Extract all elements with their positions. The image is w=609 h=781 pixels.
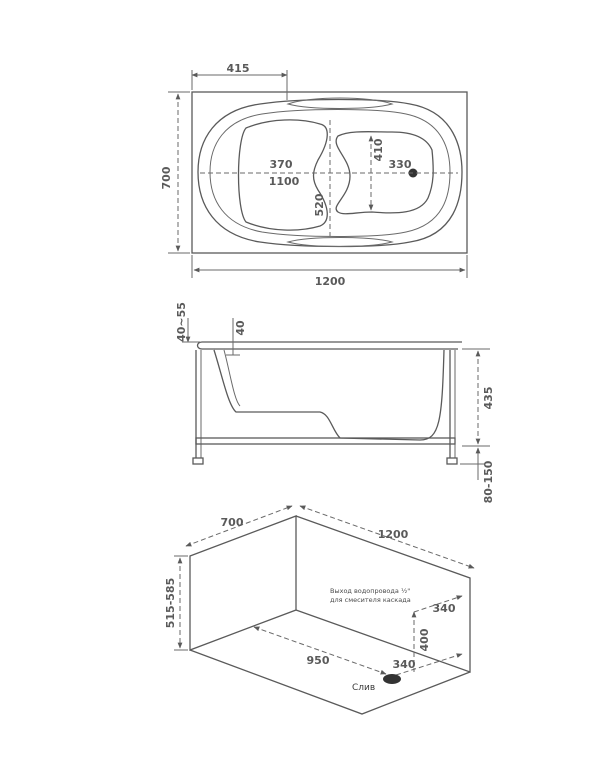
dim-410: 410 [372, 138, 385, 161]
side-view: 40~55 40 435 80-150 [175, 302, 495, 503]
iso-view: 700 1200 515-585 Выход водопровода ½" дл… [164, 505, 475, 715]
side-basin-profile [213, 349, 445, 441]
drain-label: Слив [352, 683, 375, 693]
dim-700-top-view: 700 [160, 166, 173, 189]
dim-400: 400 [418, 628, 431, 651]
top-view: 415 700 370 1100 410 330 520 1200 [160, 62, 468, 288]
dim-515-585: 515-585 [164, 578, 177, 629]
dim-80-150: 80-150 [482, 460, 495, 503]
dim-435: 435 [482, 387, 495, 410]
tub-oval-inner [209, 109, 451, 237]
dim-415: 415 [227, 62, 250, 75]
frame-crossbar [195, 437, 456, 445]
rim-lens-bottom [286, 237, 394, 247]
dim-1200-top-view: 1200 [315, 275, 346, 288]
side-rim-left-end [196, 341, 210, 350]
pipe-note-line2: для смесителя каскада [330, 596, 411, 604]
tub-oval-outer [197, 98, 463, 248]
dim-370: 370 [270, 158, 293, 171]
dim-700-iso: 700 [221, 516, 244, 529]
dim-1200-iso: 1200 [378, 528, 409, 541]
seat-right [335, 131, 434, 215]
drain-iso [383, 674, 401, 684]
rim-lens-top [286, 97, 394, 109]
foot-right [446, 457, 458, 465]
dim-40: 40 [234, 320, 247, 336]
side-basin-inner [223, 349, 241, 407]
dim-950: 950 [307, 654, 330, 667]
dim-330: 330 [389, 158, 412, 171]
iso-wall-left [189, 515, 297, 651]
dim-1100: 1100 [269, 175, 300, 188]
pipe-note-line1: Выход водопровода ½" [330, 587, 410, 595]
iso-floor [189, 649, 471, 715]
seat-left [237, 119, 328, 231]
dim-40-55: 40~55 [175, 302, 188, 342]
dim-340-top: 340 [433, 602, 456, 615]
foot-left [192, 457, 204, 465]
dim-520: 520 [313, 193, 326, 216]
tub-outer-rim [191, 91, 468, 254]
dim-340-bottom: 340 [393, 658, 416, 671]
